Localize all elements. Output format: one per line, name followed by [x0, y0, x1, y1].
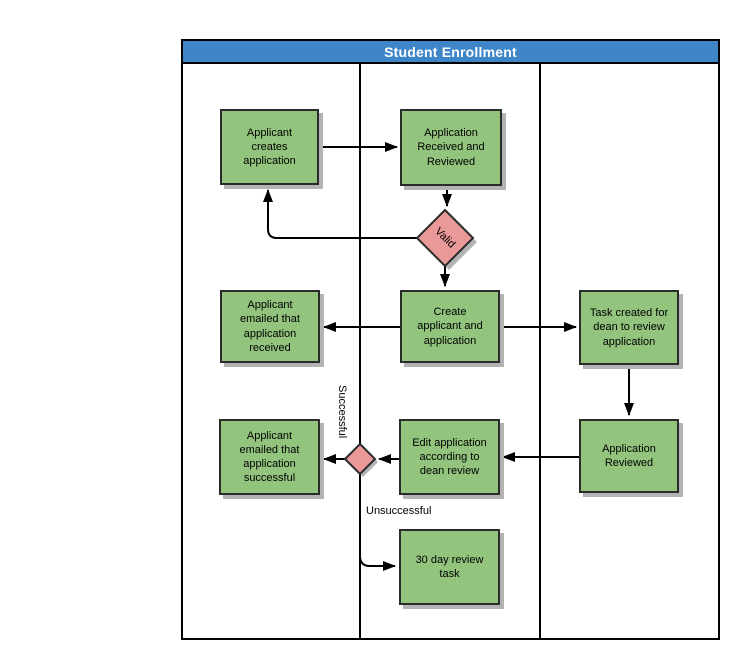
edge-label-successful: Successful [336, 385, 348, 439]
node-edit-application-dean-review: Edit application according to dean revie… [399, 419, 500, 495]
node-application-reviewed: Application Reviewed [579, 419, 679, 493]
decision-valid: Valid [415, 208, 477, 270]
node-label: Task created for dean to review applicat… [589, 307, 669, 348]
node-label: Edit application according to dean revie… [412, 436, 487, 478]
edge-valid-to-applicant-creates [263, 189, 417, 239]
node-application-received-and-reviewed: Application Received and Reviewed [400, 109, 502, 186]
node-label: 30 day review task [415, 553, 484, 580]
edge-label-unsuccessful: Unsuccessful [366, 505, 432, 517]
node-thirty-day-review-task: 30 day review task [399, 529, 500, 605]
node-task-created-for-dean: Task created for dean to review applicat… [579, 290, 679, 365]
node-label: Application Received and Reviewed [417, 127, 485, 168]
node-applicant-emailed-application-successful: Applicant emailed that application succe… [219, 419, 320, 495]
node-label: Applicant emailed that application succe… [239, 429, 300, 485]
decision-outcome-shape [343, 442, 377, 476]
node-create-applicant-and-application: Create applicant and application [400, 290, 500, 363]
node-label: Applicant emailed that application recei… [240, 299, 300, 354]
node-label: Create applicant and application [417, 306, 483, 347]
node-label: Applicant creates application [243, 126, 296, 168]
node-label: Application Reviewed [602, 442, 656, 469]
edge-outcome-to-thirty-day-review [359, 474, 396, 571]
decision-valid-shape [415, 208, 475, 268]
diagram-header: Student Enrollment [181, 39, 720, 64]
diagram-title: Student Enrollment [384, 43, 517, 60]
node-applicant-emailed-application-received: Applicant emailed that application recei… [220, 290, 320, 363]
decision-outcome [343, 442, 378, 477]
node-applicant-creates-application: Applicant creates application [220, 109, 319, 185]
